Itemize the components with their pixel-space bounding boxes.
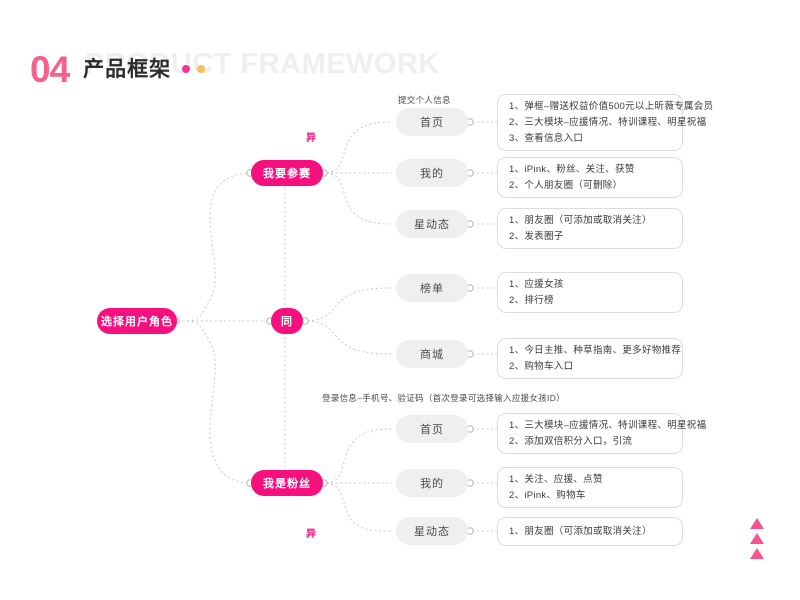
node-leaf-1-0-label: 榜单 bbox=[420, 283, 444, 295]
decorative-triangles bbox=[750, 518, 764, 559]
node-leaf-2-0-label: 首页 bbox=[420, 424, 444, 436]
node-leaf-0-0[interactable]: 首页 bbox=[396, 108, 468, 136]
card-line: 2、购物车入口 bbox=[509, 360, 574, 372]
card-2-2: 1、朋友圈（可添加或取消关注） bbox=[497, 517, 683, 546]
node-leaf-1-1[interactable]: 商城 bbox=[396, 340, 468, 368]
note-branch-2: 登录信息–手机号、验证码（首次登录可选择输入应援女孩ID） bbox=[322, 393, 565, 403]
card-line: 1、朋友圈（可添加或取消关注） bbox=[509, 214, 652, 226]
card-2-0: 1、三大模块–应援情况、特训课程、明星祝福 2、添加双倍积分入口，引流 bbox=[497, 413, 707, 454]
node-root-label: 选择用户角色 bbox=[101, 316, 173, 328]
node-branch-1-label: 同 bbox=[281, 316, 293, 328]
node-leaf-2-1-label: 我的 bbox=[420, 478, 444, 490]
page-title: 产品框架 bbox=[83, 57, 172, 81]
card-1-0: 1、应援女孩 2、排行榜 bbox=[497, 272, 683, 313]
dot-orange-icon bbox=[197, 65, 206, 73]
dot-pink-icon bbox=[182, 65, 191, 73]
node-leaf-0-2[interactable]: 星动态 bbox=[396, 210, 468, 238]
node-leaf-0-2-label: 星动态 bbox=[414, 219, 450, 231]
card-line: 2、发表圈子 bbox=[509, 230, 564, 242]
card-line: 2、iPink、购物车 bbox=[509, 489, 586, 501]
node-branch-2-label: 我是粉丝 bbox=[263, 478, 311, 490]
node-leaf-1-0[interactable]: 榜单 bbox=[396, 274, 468, 302]
node-leaf-2-1[interactable]: 我的 bbox=[396, 469, 468, 497]
header-dots bbox=[182, 65, 206, 73]
node-leaf-1-1-label: 商城 bbox=[420, 349, 444, 361]
card-0-0: 1、弹框–赠送权益价值500元以上昕薇专属会员 2、三大模块–应援情况、特训课程… bbox=[497, 94, 714, 151]
triangle-icon bbox=[750, 518, 764, 529]
card-line: 1、弹框–赠送权益价值500元以上昕薇专属会员 bbox=[509, 100, 714, 112]
edge-label-branch-0: 异 bbox=[306, 133, 316, 144]
card-line: 1、应援女孩 bbox=[509, 278, 564, 290]
section-number: 04 bbox=[30, 48, 70, 90]
card-0-1: 1、iPink、粉丝、关注、获赞 2、个人朋友圈（可删除） bbox=[497, 157, 683, 198]
card-2-1: 1、关注、应援、点赞 2、iPink、购物车 bbox=[497, 467, 683, 508]
card-line: 1、今日主推、种草指南、更多好物推荐 bbox=[509, 344, 682, 356]
triangle-icon bbox=[750, 548, 764, 559]
node-leaf-0-0-label: 首页 bbox=[420, 117, 444, 129]
card-line: 1、三大模块–应援情况、特训课程、明星祝福 bbox=[509, 419, 707, 431]
node-leaf-2-0[interactable]: 首页 bbox=[396, 415, 468, 443]
card-line: 3、查看信息入口 bbox=[509, 132, 584, 144]
card-line: 2、添加双倍积分入口，引流 bbox=[509, 435, 633, 447]
card-line: 2、个人朋友圈（可删除） bbox=[509, 179, 623, 191]
node-leaf-0-1-label: 我的 bbox=[420, 168, 444, 180]
card-line: 2、排行榜 bbox=[509, 294, 554, 306]
card-0-2: 1、朋友圈（可添加或取消关注） 2、发表圈子 bbox=[497, 208, 683, 249]
edge-label-branch-2: 异 bbox=[306, 529, 316, 540]
node-branch-1[interactable]: 同 bbox=[271, 308, 303, 334]
triangle-icon bbox=[750, 533, 764, 544]
node-branch-0[interactable]: 我要参赛 bbox=[251, 160, 323, 186]
note-branch-0: 提交个人信息 bbox=[398, 95, 451, 105]
card-line: 1、关注、应援、点赞 bbox=[509, 473, 603, 485]
node-branch-2[interactable]: 我是粉丝 bbox=[251, 470, 323, 496]
node-leaf-0-1[interactable]: 我的 bbox=[396, 159, 468, 187]
node-branch-0-label: 我要参赛 bbox=[263, 168, 311, 180]
node-leaf-2-2-label: 星动态 bbox=[414, 526, 450, 538]
card-1-1: 1、今日主推、种草指南、更多好物推荐 2、购物车入口 bbox=[497, 338, 683, 379]
node-root[interactable]: 选择用户角色 bbox=[97, 308, 177, 334]
page-header: 04 产品框架 bbox=[30, 46, 206, 92]
node-leaf-2-2[interactable]: 星动态 bbox=[396, 517, 468, 545]
card-line: 1、iPink、粉丝、关注、获赞 bbox=[509, 163, 635, 175]
card-line: 1、朋友圈（可添加或取消关注） bbox=[509, 525, 652, 537]
card-line: 2、三大模块–应援情况、特训课程、明星祝福 bbox=[509, 116, 707, 128]
